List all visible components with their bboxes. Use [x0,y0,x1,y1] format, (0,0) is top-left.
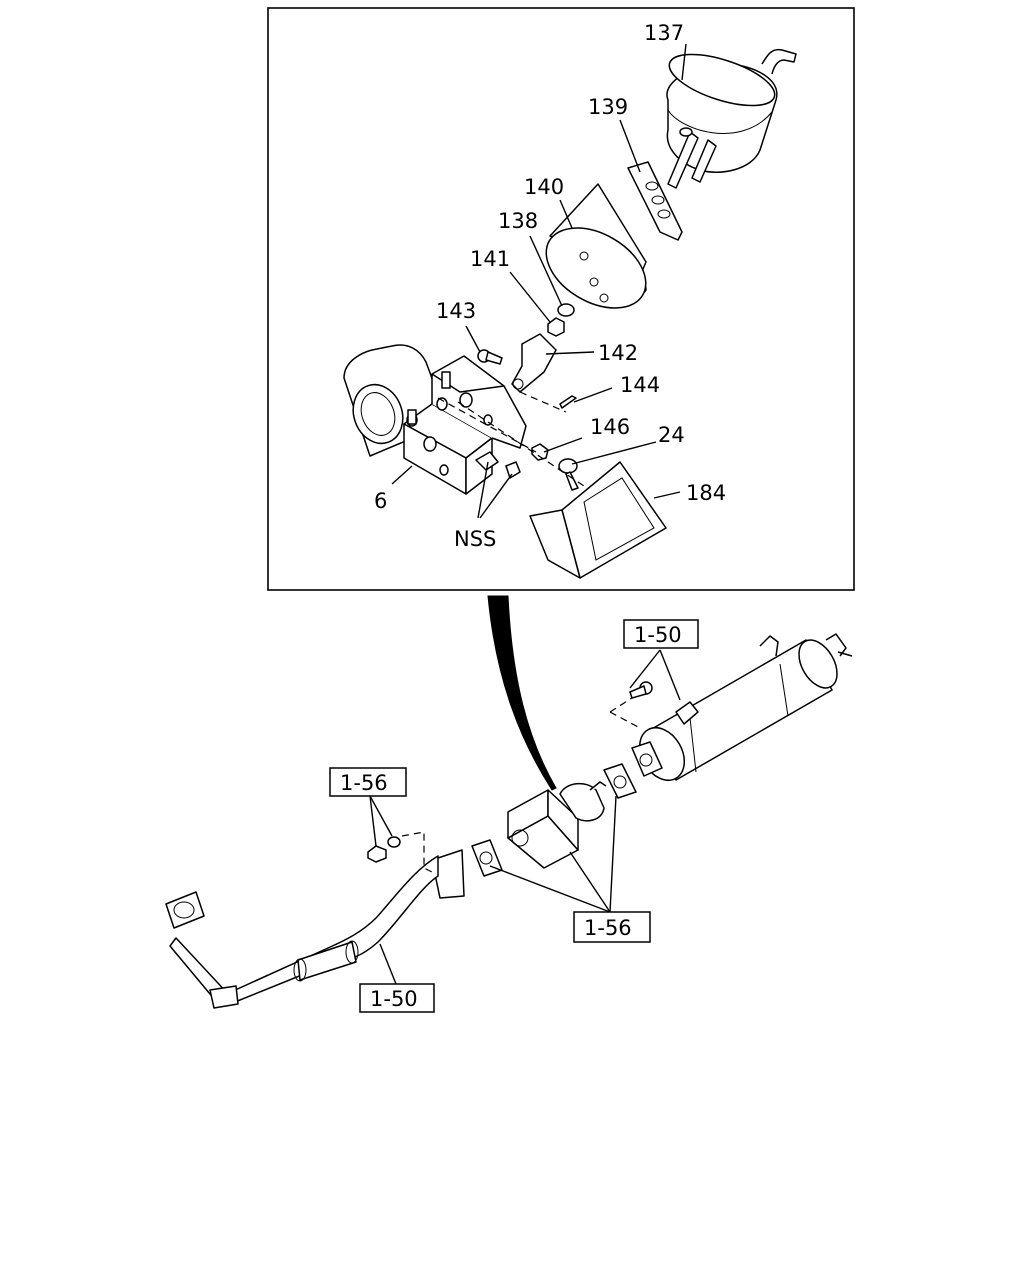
callout-nss: NSS [454,527,496,551]
valve-gasket-left [471,839,503,877]
part-140-bracket [545,183,647,309]
muffler-inlet-flange [631,741,663,777]
detail-pointer-wedge [487,595,557,791]
part-141-nut [547,317,565,337]
reference-label-top-right: 1-50 [634,623,682,647]
reference-label-left: 1-56 [340,771,388,795]
callout-140: 140 [524,175,564,199]
callout-144: 144 [620,373,660,397]
assembly-axis-line [457,401,585,487]
muffler [638,633,853,781]
detail-inset-frame [267,7,855,591]
part-143-bolt [477,349,503,365]
callout-184: 184 [686,481,726,505]
part-137-actuator [666,48,797,189]
inset-leader-lines [391,43,687,519]
part-6-valve-housing [343,344,527,495]
callout-138: 138 [498,209,538,233]
reference-label-bottom-left: 1-50 [370,987,418,1011]
part-139-gasket [627,161,683,241]
callout-139: 139 [588,95,628,119]
part-142-lever [511,333,557,393]
part-184-cover [529,461,667,579]
callout-142: 142 [598,341,638,365]
muffler-inlet-gasket [603,763,637,799]
callout-143: 143 [436,299,476,323]
part-146-nut [531,443,549,461]
reference-label-bottom-center: 1-56 [584,916,632,940]
front-exhaust-pipe [165,849,465,1009]
reference-box-bottom-center: 1-56 [573,911,651,943]
nut-and-washer [367,836,401,863]
callout-141: 141 [470,247,510,271]
reference-box-bottom-left: 1-50 [359,983,435,1013]
callout-24: 24 [658,423,685,447]
nss-bolt [505,461,521,479]
part-144-cotter-pin [559,395,577,409]
muffler-mount-bolt [629,681,653,699]
reference-box-top-right: 1-50 [623,619,699,649]
reference-box-left: 1-56 [329,767,407,797]
main-leader-lines [369,649,681,985]
exhaust-brake-valve-assembly [507,781,607,869]
callout-146: 146 [590,415,630,439]
callout-137: 137 [644,21,684,45]
callout-6: 6 [374,489,387,513]
part-138-washer [557,303,575,317]
